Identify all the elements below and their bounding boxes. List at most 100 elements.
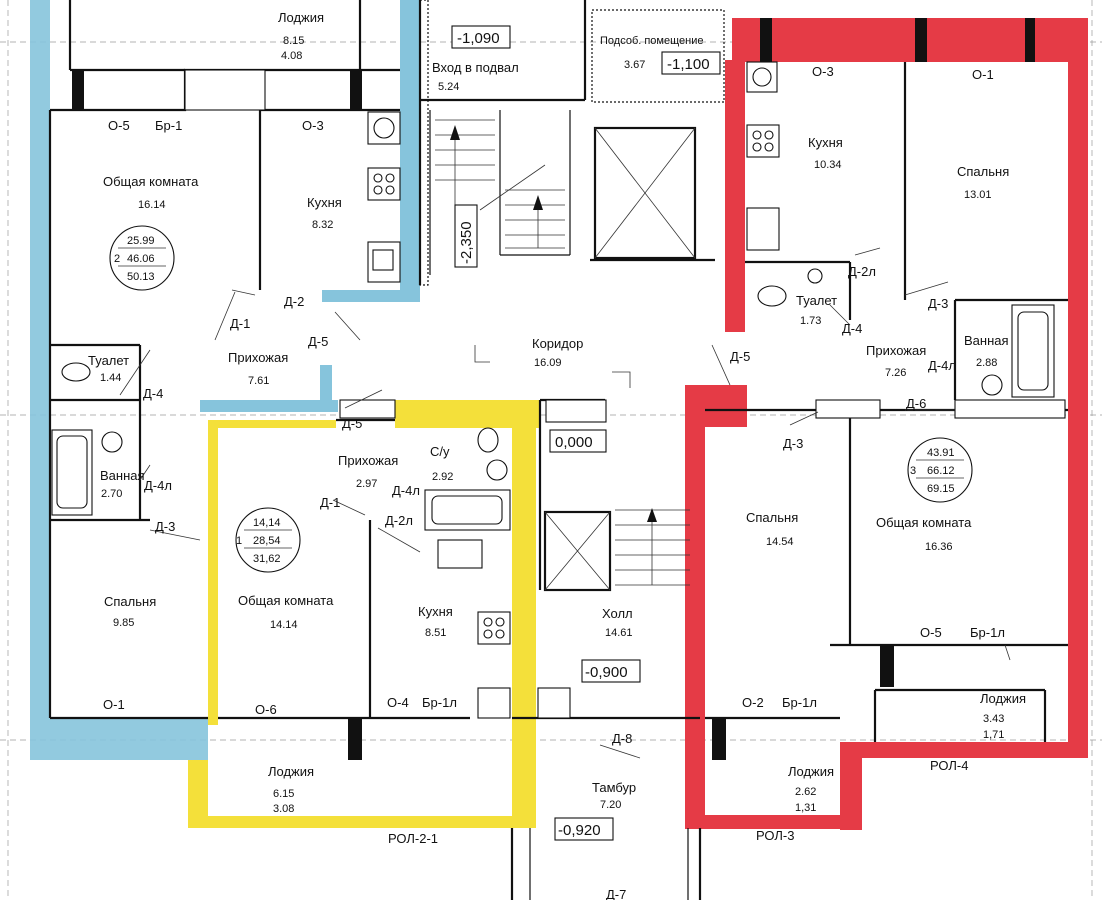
room-area: 2.62 xyxy=(795,786,816,798)
glazing-mark: РОЛ-3 xyxy=(756,828,794,843)
door-mark: Д-3 xyxy=(928,296,948,311)
room-name: Прихожая xyxy=(338,453,398,468)
window-openings xyxy=(72,18,1066,760)
room-name: Кухня xyxy=(307,195,342,210)
apt-total: 46.06 xyxy=(127,253,155,265)
washbasin-icon xyxy=(486,459,508,481)
apartment-left-outline xyxy=(30,0,420,760)
apt-red-loggia-right xyxy=(840,742,862,830)
window-mark: О-1 xyxy=(972,67,994,82)
room-area: 2.70 xyxy=(101,488,122,500)
room-area: 8.32 xyxy=(312,219,333,231)
apt-yellow-loggia-bottom xyxy=(188,816,536,828)
door-mark: Д-4 xyxy=(143,386,163,401)
window-mark: О-2 xyxy=(742,695,764,710)
level-mark: -2,350 xyxy=(458,221,475,264)
door-mark: Д-6 xyxy=(906,396,926,411)
room-area: 8.15 xyxy=(283,35,304,47)
level-mark: -0,920 xyxy=(558,822,601,839)
window-mark: О-5 xyxy=(920,625,942,640)
door-mark: Д-4л xyxy=(144,478,172,493)
door-mark: Д-1 xyxy=(230,316,250,331)
apartment-summary-left: 2 25.99 46.06 50.13 xyxy=(109,225,175,291)
apt-left-top-band xyxy=(400,0,420,300)
apt-living: 43.91 xyxy=(927,447,955,459)
apt-red-loggia-bottom xyxy=(685,815,862,829)
door-mark: Д-4л xyxy=(392,483,420,498)
toilet-icon xyxy=(477,427,499,453)
apt-yellow-loggia-left xyxy=(188,760,208,828)
sink-icon xyxy=(437,539,483,569)
room-area: 3.67 xyxy=(624,59,645,71)
apt-rooms: 2 xyxy=(114,253,120,265)
room-name: Спальня xyxy=(746,510,798,525)
door-mark: Д-2л xyxy=(848,264,876,279)
room-area: 3.43 xyxy=(983,713,1004,725)
glazing-mark: РОЛ-4 xyxy=(930,758,968,773)
room-name: Прихожая xyxy=(228,350,288,365)
apt-red-left xyxy=(685,400,705,825)
window-mark: О-3 xyxy=(812,64,834,79)
sink-icon xyxy=(746,207,780,251)
window-mark: О-1 xyxy=(103,697,125,712)
door-mark: Д-3 xyxy=(155,519,175,534)
apt-yellow-band xyxy=(208,420,336,725)
room-area: 7.61 xyxy=(248,375,269,387)
room-area: 2.92 xyxy=(432,471,453,483)
element-marks: О-5 Бр-1 О-3 Д-2 Д-1 Д-5 Д-4 Д-4л Д-3 О-… xyxy=(103,64,1005,900)
door-mark: Д-2 xyxy=(284,294,304,309)
apt-left-mid-band xyxy=(322,290,420,302)
door-swings xyxy=(119,247,1011,759)
balcony-door-mark: Бр-1л xyxy=(970,625,1005,640)
room-name: Лоджия xyxy=(278,10,324,25)
level-marks: -1,090 -1,100 -2,350 0,000 -0,900 -0,920 xyxy=(451,25,721,841)
room-name: Кухня xyxy=(418,604,453,619)
window-mark: О-3 xyxy=(302,118,324,133)
apt-red-bottom xyxy=(840,742,1088,758)
stove-icon xyxy=(746,124,780,158)
apt-total: 28,54 xyxy=(253,535,281,547)
apt-red-left-top xyxy=(725,60,745,332)
apt-rooms: 1 xyxy=(236,535,242,547)
door-mark: Д-1 xyxy=(320,495,340,510)
room-area: 1.73 xyxy=(800,315,821,327)
washbasin-icon xyxy=(981,374,1003,396)
room-name: Туалет xyxy=(796,293,837,308)
apartment-yellow-outline xyxy=(188,400,540,828)
glazing-mark: РОЛ-2-1 xyxy=(388,831,438,846)
apartment-summary-red: 3 43.91 66.12 69.15 xyxy=(907,437,973,503)
room-area: 7.26 xyxy=(885,367,906,379)
room-area: 7.20 xyxy=(600,799,621,811)
apt-living: 25.99 xyxy=(127,235,155,247)
apartment-summary-yellow: 1 14,14 28,54 31,62 xyxy=(235,507,301,573)
room-area: 6.15 xyxy=(273,788,294,800)
door-mark: Д-5 xyxy=(342,416,362,431)
stove-icon xyxy=(367,167,401,201)
room-name: Спальня xyxy=(957,164,1009,179)
toilet-icon xyxy=(757,285,787,307)
door-mark: Д-5 xyxy=(308,334,328,349)
room-area-reduced: 1,31 xyxy=(795,802,816,814)
room-name: Коридор xyxy=(532,336,583,351)
apt-total-loggia: 31,62 xyxy=(253,553,281,565)
room-name: Ванная xyxy=(964,333,1009,348)
room-area-reduced: 3.08 xyxy=(273,803,294,815)
level-mark: -1,090 xyxy=(457,30,500,47)
room-area: 9.85 xyxy=(113,617,134,629)
room-name: Лоджия xyxy=(268,764,314,779)
room-area-reduced: 4.08 xyxy=(281,50,302,62)
room-name: Лоджия xyxy=(980,691,1026,706)
door-mark: Д-2л xyxy=(385,513,413,528)
room-name: Прихожая xyxy=(866,343,926,358)
washer-icon xyxy=(746,61,778,93)
room-area: 2.97 xyxy=(356,478,377,490)
level-mark: -0,900 xyxy=(585,664,628,681)
apt-left-band xyxy=(30,0,208,760)
toilet-icon xyxy=(61,362,91,382)
door-mark: Д-4л xyxy=(928,358,956,373)
window-mark: О-6 xyxy=(255,702,277,717)
room-area: 2.88 xyxy=(976,357,997,369)
door-mark: Д-5 xyxy=(730,349,750,364)
room-area: 8.51 xyxy=(425,627,446,639)
